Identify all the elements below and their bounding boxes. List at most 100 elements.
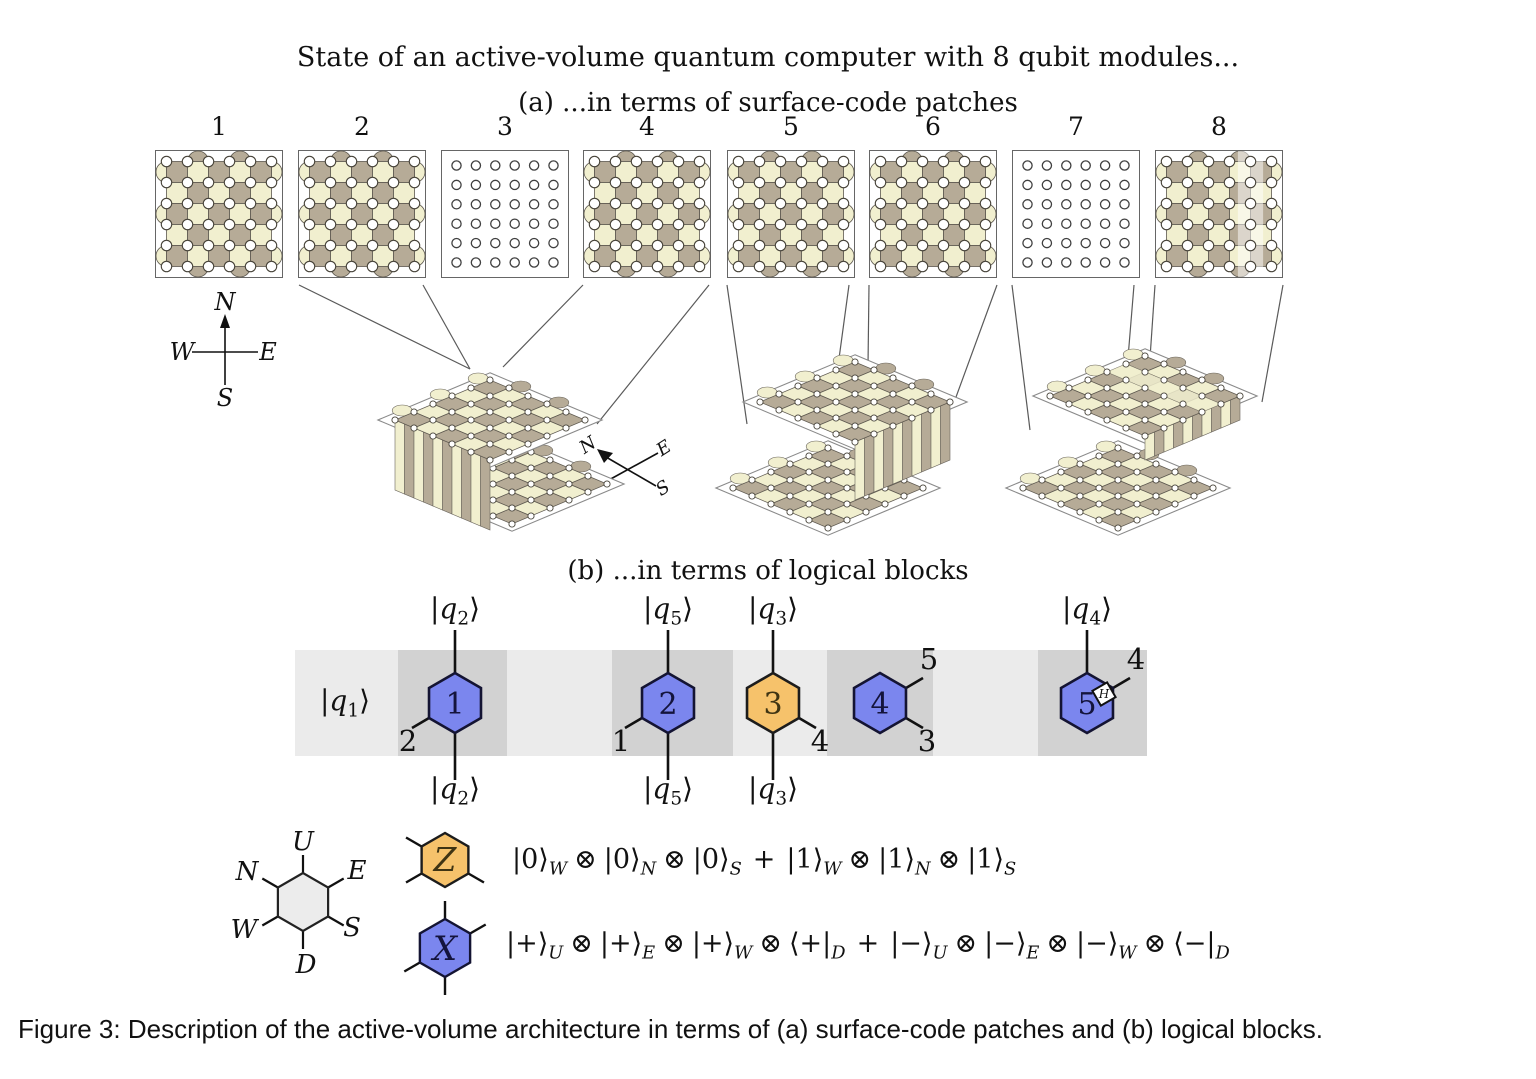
data-qubit	[816, 197, 829, 210]
data-qubit	[609, 197, 622, 210]
surface-code-patch-1	[155, 150, 283, 278]
data-qubit	[958, 239, 971, 252]
stabilizer-cell	[678, 245, 700, 267]
patch-number-3: 3	[497, 112, 513, 141]
idle-qubit	[470, 218, 482, 229]
idle-qubit	[1099, 179, 1111, 191]
data-qubit	[244, 218, 257, 231]
operator: +	[856, 928, 880, 959]
operator: ⊗	[662, 928, 685, 959]
data-qubit	[1244, 260, 1257, 273]
top-qubit-label-1: |q2⟩	[429, 592, 481, 630]
logical-block-2: 12	[612, 630, 696, 780]
data-qubit	[895, 176, 908, 189]
data-qubit	[837, 197, 850, 210]
data-qubit	[774, 155, 787, 168]
port-leg-se	[905, 716, 924, 730]
logical-block-4: 534	[852, 642, 938, 758]
data-qubit	[774, 260, 787, 273]
block-number: 3	[763, 687, 782, 722]
data-qubit	[1181, 197, 1194, 210]
idle-qubit	[1080, 257, 1091, 268]
data-qubit	[1202, 155, 1215, 168]
north-arrow	[220, 314, 230, 328]
highlight-strip	[1237, 151, 1264, 277]
idle-qubit	[470, 237, 482, 249]
idle-qubit	[1061, 199, 1072, 210]
idle-qubit	[1080, 179, 1091, 191]
idle-qubit	[528, 257, 540, 268]
data-qubit	[387, 260, 400, 273]
data-qubit	[753, 176, 766, 189]
data-qubit	[651, 218, 664, 231]
surface-code-patch-6	[869, 150, 997, 278]
data-qubit	[366, 218, 379, 231]
data-qubit	[345, 260, 358, 273]
data-qubit	[160, 239, 173, 252]
data-qubit	[916, 155, 929, 168]
data-qubit	[774, 197, 787, 210]
legend-leg-sw	[261, 915, 279, 927]
idle-qubit	[1119, 257, 1130, 268]
data-qubit	[408, 260, 421, 273]
data-qubit	[202, 155, 215, 168]
module-stack-3	[1004, 348, 1259, 536]
patch-drawing-4	[583, 150, 711, 278]
port-number-4: 4	[1127, 642, 1145, 676]
data-qubit	[160, 260, 173, 273]
compass-w: W	[170, 338, 197, 366]
idle-qubit	[548, 218, 559, 229]
data-qubit	[609, 155, 622, 168]
compass-n: N	[575, 432, 602, 459]
data-qubit	[265, 155, 278, 168]
data-qubit	[795, 176, 808, 189]
data-qubit	[937, 218, 950, 231]
data-qubit	[181, 176, 194, 189]
idle-qubit	[1119, 179, 1130, 191]
data-qubit	[630, 155, 643, 168]
idle-qubit	[509, 199, 520, 210]
data-qubit	[387, 239, 400, 252]
module-stack-2	[714, 354, 969, 536]
data-qubit	[837, 218, 850, 231]
data-qubit	[609, 218, 622, 231]
data-qubit	[223, 218, 236, 231]
data-qubit	[1202, 176, 1215, 189]
data-qubit	[1160, 218, 1173, 231]
striped-wall	[1144, 395, 1241, 461]
data-qubit	[979, 218, 992, 231]
data-qubit	[916, 260, 929, 273]
data-qubit	[732, 260, 745, 273]
data-qubit	[651, 197, 664, 210]
data-qubit	[345, 218, 358, 231]
operator: ⊗	[570, 928, 593, 959]
data-qubit	[387, 218, 400, 231]
data-qubit	[774, 176, 787, 189]
data-qubit	[265, 176, 278, 189]
ket-term: |+⟩W	[691, 928, 753, 964]
data-qubit	[1244, 155, 1257, 168]
data-qubit	[1265, 218, 1278, 231]
surface-code-patch-8	[1155, 150, 1283, 278]
data-qubit	[937, 239, 950, 252]
upper-plate	[391, 372, 589, 464]
idle-qubit	[1022, 237, 1033, 249]
patch-drawing-3	[441, 150, 569, 278]
ket-term: |0⟩S	[692, 844, 742, 880]
idle-qubit	[1080, 160, 1091, 171]
surface-code-patch-4	[583, 150, 711, 278]
idle-qubit	[451, 160, 462, 171]
data-qubit	[958, 155, 971, 168]
data-qubit	[1265, 239, 1278, 252]
compass-n: N	[214, 288, 237, 316]
lower-plate	[1019, 440, 1217, 532]
data-qubit	[916, 239, 929, 252]
data-qubit	[1244, 239, 1257, 252]
data-qubit	[387, 197, 400, 210]
idle-qubit	[1061, 160, 1072, 171]
idle-qubit	[490, 160, 501, 171]
data-qubit	[753, 260, 766, 273]
data-qubit	[223, 239, 236, 252]
idle-qubit	[1080, 199, 1091, 210]
